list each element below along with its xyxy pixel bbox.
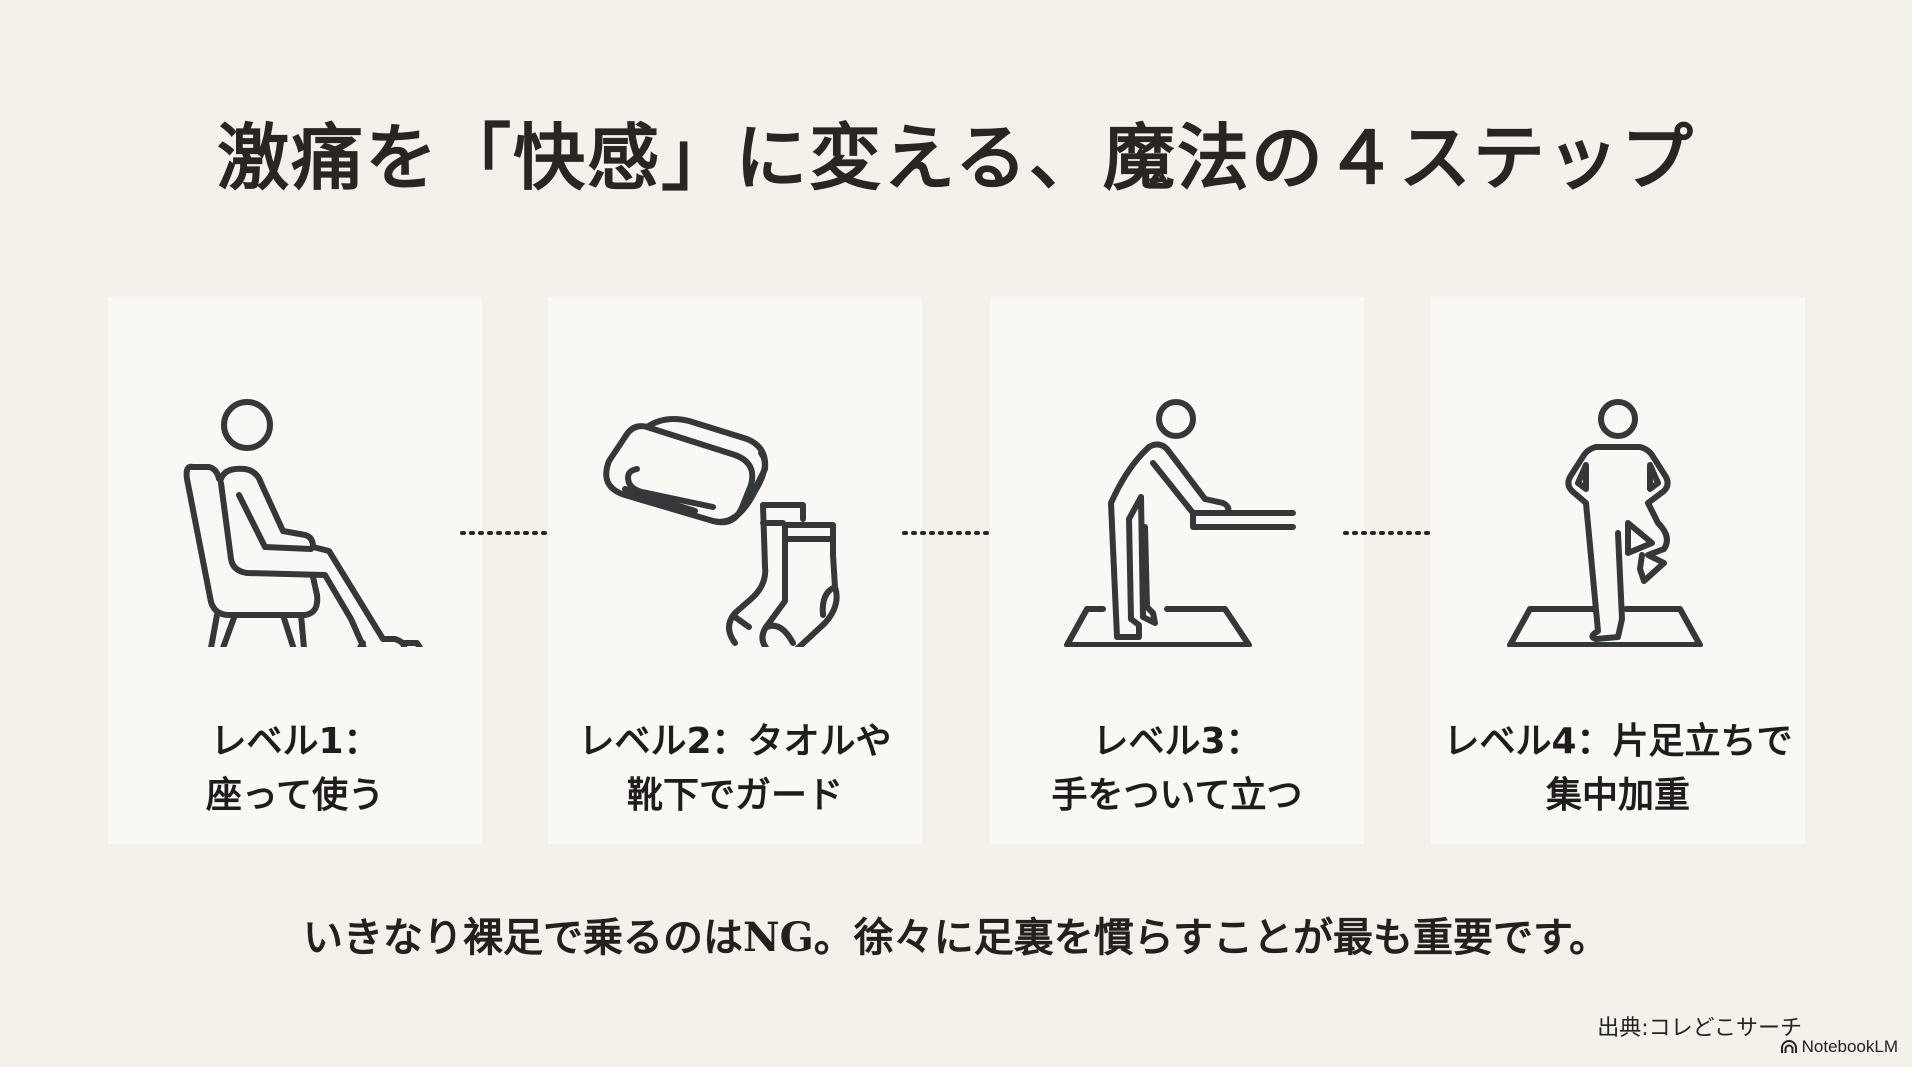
slide-title: 激痛を「快感」に変える、魔法の４ステップ	[217, 116, 1695, 200]
step-label-3: レベル3： 手をついて立つ	[990, 715, 1364, 823]
step-card-4: レベル4：片足立ちで 集中加重	[1431, 297, 1805, 844]
step-label-2: レベル2：タオルや 靴下でガード	[548, 715, 922, 823]
step-level-4: レベル4：片足立ちで	[1443, 721, 1793, 762]
towel-and-socks-icon	[603, 416, 840, 647]
step-label-4: レベル4：片足立ちで 集中加重	[1431, 715, 1805, 823]
notebooklm-watermark: NotebookLM	[1780, 1037, 1898, 1057]
source-credit: 出典:コレどこサーチ	[1597, 1016, 1802, 1041]
step-level-2: レベル2：タオルや	[578, 721, 892, 762]
step-description-4: 集中加重	[1545, 775, 1690, 816]
step-description-2: 靴下でガード	[626, 775, 843, 816]
slide-caption: いきなり裸足で乗るのはNG。徐々に足裏を慣らすことが最も重要です。	[303, 914, 1609, 961]
standing-person-holding-table-icon	[1064, 399, 1296, 647]
one-leg-standing-person-icon	[1507, 399, 1703, 647]
notebooklm-logo-icon	[1780, 1040, 1797, 1053]
step-card-3: レベル3： 手をついて立つ	[990, 297, 1364, 844]
step-description-3: 手をついて立つ	[1051, 775, 1303, 816]
step-level-3: レベル3：	[1092, 721, 1262, 762]
brand-name: NotebookLM	[1801, 1037, 1898, 1056]
step-description-1: 座って使う	[205, 775, 385, 816]
step-level-1: レベル1：	[210, 721, 380, 762]
step-card-1: レベル1： 座って使う	[108, 297, 482, 844]
step-card-2: レベル2：タオルや 靴下でガード	[548, 297, 922, 844]
seated-person-chair-icon	[183, 399, 424, 647]
step-label-1: レベル1： 座って使う	[108, 715, 482, 823]
